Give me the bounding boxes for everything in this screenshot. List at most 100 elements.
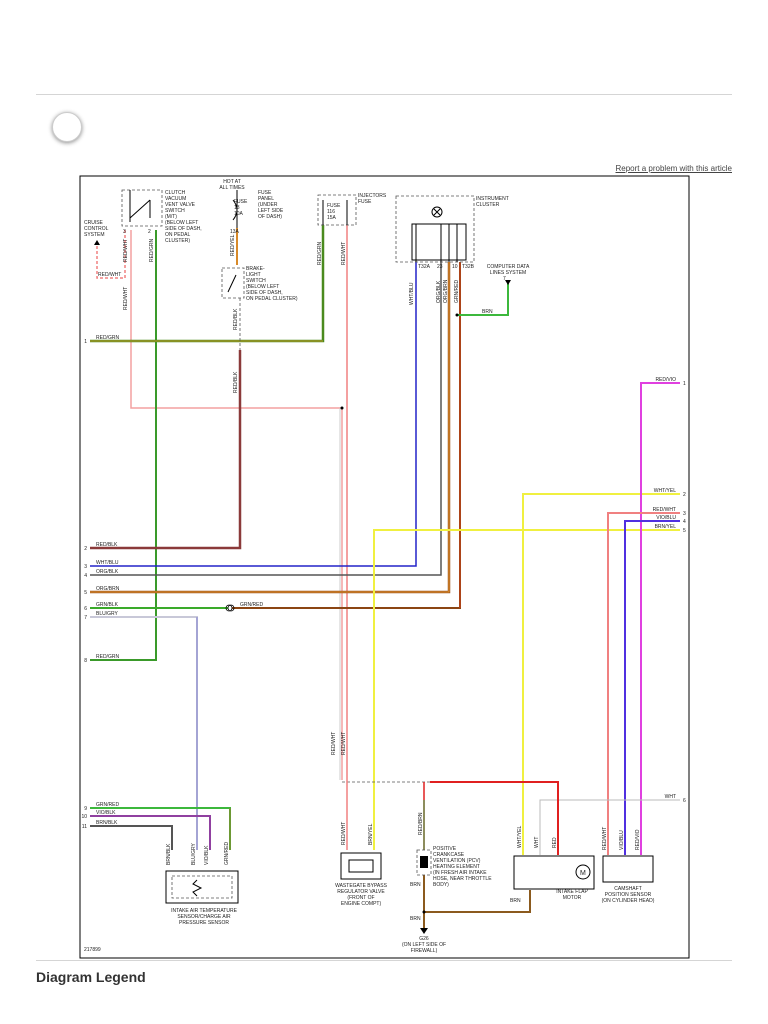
right-pin-wire: RED/WHT: [653, 507, 676, 513]
label-wastegate-line: REGULATOR VALVE: [337, 889, 385, 895]
wl-brn-h2: BRN: [410, 916, 421, 922]
wl-brn-h3: BRN: [510, 898, 521, 904]
wl-brn-h: BRN: [482, 309, 493, 315]
wl-blu-gry: BLU/GRY: [191, 842, 197, 865]
label-cruise-line: CRUISE: [84, 220, 104, 226]
svg-text:M: M: [580, 870, 586, 877]
wl-grn-red-v2: GRN/RED: [224, 842, 230, 865]
label-pcv-line: POSITIVE: [433, 846, 457, 852]
label-fuse13-line: 10A: [234, 211, 244, 217]
label-clutch-line: SIDE OF DASH,: [165, 226, 202, 232]
conn-13a: 13A: [230, 229, 240, 235]
wire-brn-cdl: [457, 280, 509, 316]
wl-org-brn: ORG/BRN: [443, 279, 449, 303]
label-fuse116-line: 15A: [327, 215, 337, 221]
left-pin-number: 11: [82, 824, 87, 830]
label-fuse_panel-line: LEFT SIDE: [258, 208, 284, 214]
diagram-frame: [79, 175, 690, 959]
label-pcv-line: CRANKCASE: [433, 852, 465, 858]
label-cdl-line: COMPUTER DATA: [487, 264, 530, 270]
left-pin-wire: GRN/RED: [96, 802, 119, 808]
label-injectors-line: INJECTORS: [358, 193, 387, 199]
wire-grn-red: [232, 262, 461, 609]
label-cam-line: (ON CYLINDER HEAD): [602, 898, 655, 904]
report-problem-link[interactable]: Report a problem with this article: [615, 164, 733, 173]
wl-brn-blk: BRN/BLK: [166, 843, 172, 865]
left-pin-number: 1: [84, 339, 87, 345]
brake-switch-box: [221, 267, 245, 299]
left-pin-wire: BRN/BLK: [96, 820, 118, 826]
wire-org-brn: [90, 262, 451, 594]
label-cluster-line: INSTRUMENT: [476, 196, 509, 202]
wire-red-wht-cruise: [96, 230, 126, 279]
wl-red-wht-1: RED/WHT: [123, 239, 129, 262]
label-brake-line: ON PEDAL CLUSTER): [246, 296, 298, 302]
label-hot-line: HOT AT: [223, 179, 241, 185]
left-pin-wire: ORG/BRN: [96, 586, 120, 592]
left-pin-wire: WHT/BLU: [96, 560, 119, 566]
label-fuse13-line: 13: [234, 205, 240, 211]
left-pin-labels: 1RED/GRN2RED/BLK3WHT/BLU4ORG/BLK5ORG/BRN…: [81, 335, 119, 830]
top-divider: [36, 94, 732, 95]
wl-red-vio: RED/VIO: [635, 829, 641, 850]
right-pin-wire: RED/VIO: [655, 377, 676, 383]
wl-red-wht-6: RED/WHT: [341, 822, 347, 845]
right-pin-number: 2: [683, 492, 686, 498]
clutch-switch-box: [121, 189, 163, 227]
label-clutch-line: CLUTCH: [165, 190, 186, 196]
right-pin-wire: WHT/YEL: [654, 488, 676, 494]
wire-wht-yel-flap: [522, 493, 680, 855]
wl-red-grn-2: RED/GRN: [317, 242, 323, 265]
wire-red-wht-cam: [607, 512, 680, 855]
wire-red-flap: [430, 781, 559, 855]
label-clutch-line: CLUSTER): [165, 238, 190, 244]
wire-wht-yel-wastegate: [373, 529, 680, 850]
label-cdl-line: LINES SYSTEM: [490, 270, 526, 276]
wl-org-blk: ORG/BLK: [436, 280, 442, 303]
label-brake-line: (BELOW LEFT: [246, 284, 279, 290]
label-clutch-line: SWITCH: [165, 208, 185, 214]
left-pin-number: 6: [84, 606, 87, 612]
right-pin-wire: WHT: [665, 794, 676, 800]
label-cruise-line: SYSTEM: [84, 232, 105, 238]
wire-brn-flap: [424, 890, 531, 913]
wl-red: RED: [552, 837, 558, 848]
wl-red-brn: RED/BRN: [418, 812, 424, 835]
intake-flap-box: [513, 855, 595, 890]
label-fuse_panel-line: PANEL: [258, 196, 274, 202]
pin-7a: 7: [503, 276, 506, 282]
right-pin-number: 5: [683, 528, 686, 534]
wl-grn-red-v: GRN/RED: [454, 280, 460, 303]
wl-brn-yel: BRN/YEL: [368, 823, 374, 845]
label-fuse116-line: FUSE: [327, 203, 341, 209]
wire-vio-blu: [624, 520, 680, 855]
label-brake-line: LIGHT: [246, 272, 261, 278]
label-pcv-line: HOSE, NEAR THROTTLE: [433, 876, 492, 882]
label-ground-line: FIREWALL): [411, 948, 438, 954]
bottom-divider: [36, 960, 732, 961]
pin-2a: 2: [148, 229, 151, 235]
left-pin-number: 7: [84, 615, 87, 621]
label-clutch-line: (M/T): [165, 214, 177, 220]
label-ground-line: (ON LEFT SIDE OF: [402, 942, 446, 948]
page-badge-icon: [52, 112, 82, 142]
label-flap-line: MOTOR: [563, 895, 582, 901]
label-clutch-line: ON PEDAL: [165, 232, 191, 238]
label-clutch-line: (BELOW LEFT: [165, 220, 198, 226]
left-pin-wire: RED/GRN: [96, 654, 119, 660]
left-pin-number: 9: [84, 806, 87, 812]
wl-red-wht-4: RED/WHT: [331, 732, 337, 755]
label-fuse_panel-line: (UNDER: [258, 202, 278, 208]
right-pin-number: 6: [683, 798, 686, 804]
wire-red-grn-8: [90, 230, 157, 661]
label-brake-line: SIDE OF DASH,: [246, 290, 283, 296]
wl-red-wht-h: RED/WHT: [98, 272, 121, 278]
wire-red-vio: [640, 382, 680, 855]
right-pin-number: 1: [683, 381, 686, 387]
pin-3a: 3: [123, 229, 126, 235]
label-wastegate-line: ENGINE COMPT): [341, 901, 382, 907]
label-cam-line: CAMSHAFT: [614, 886, 642, 892]
wire-brn-blk-11: [90, 825, 173, 850]
left-pin-number: 2: [84, 546, 87, 552]
